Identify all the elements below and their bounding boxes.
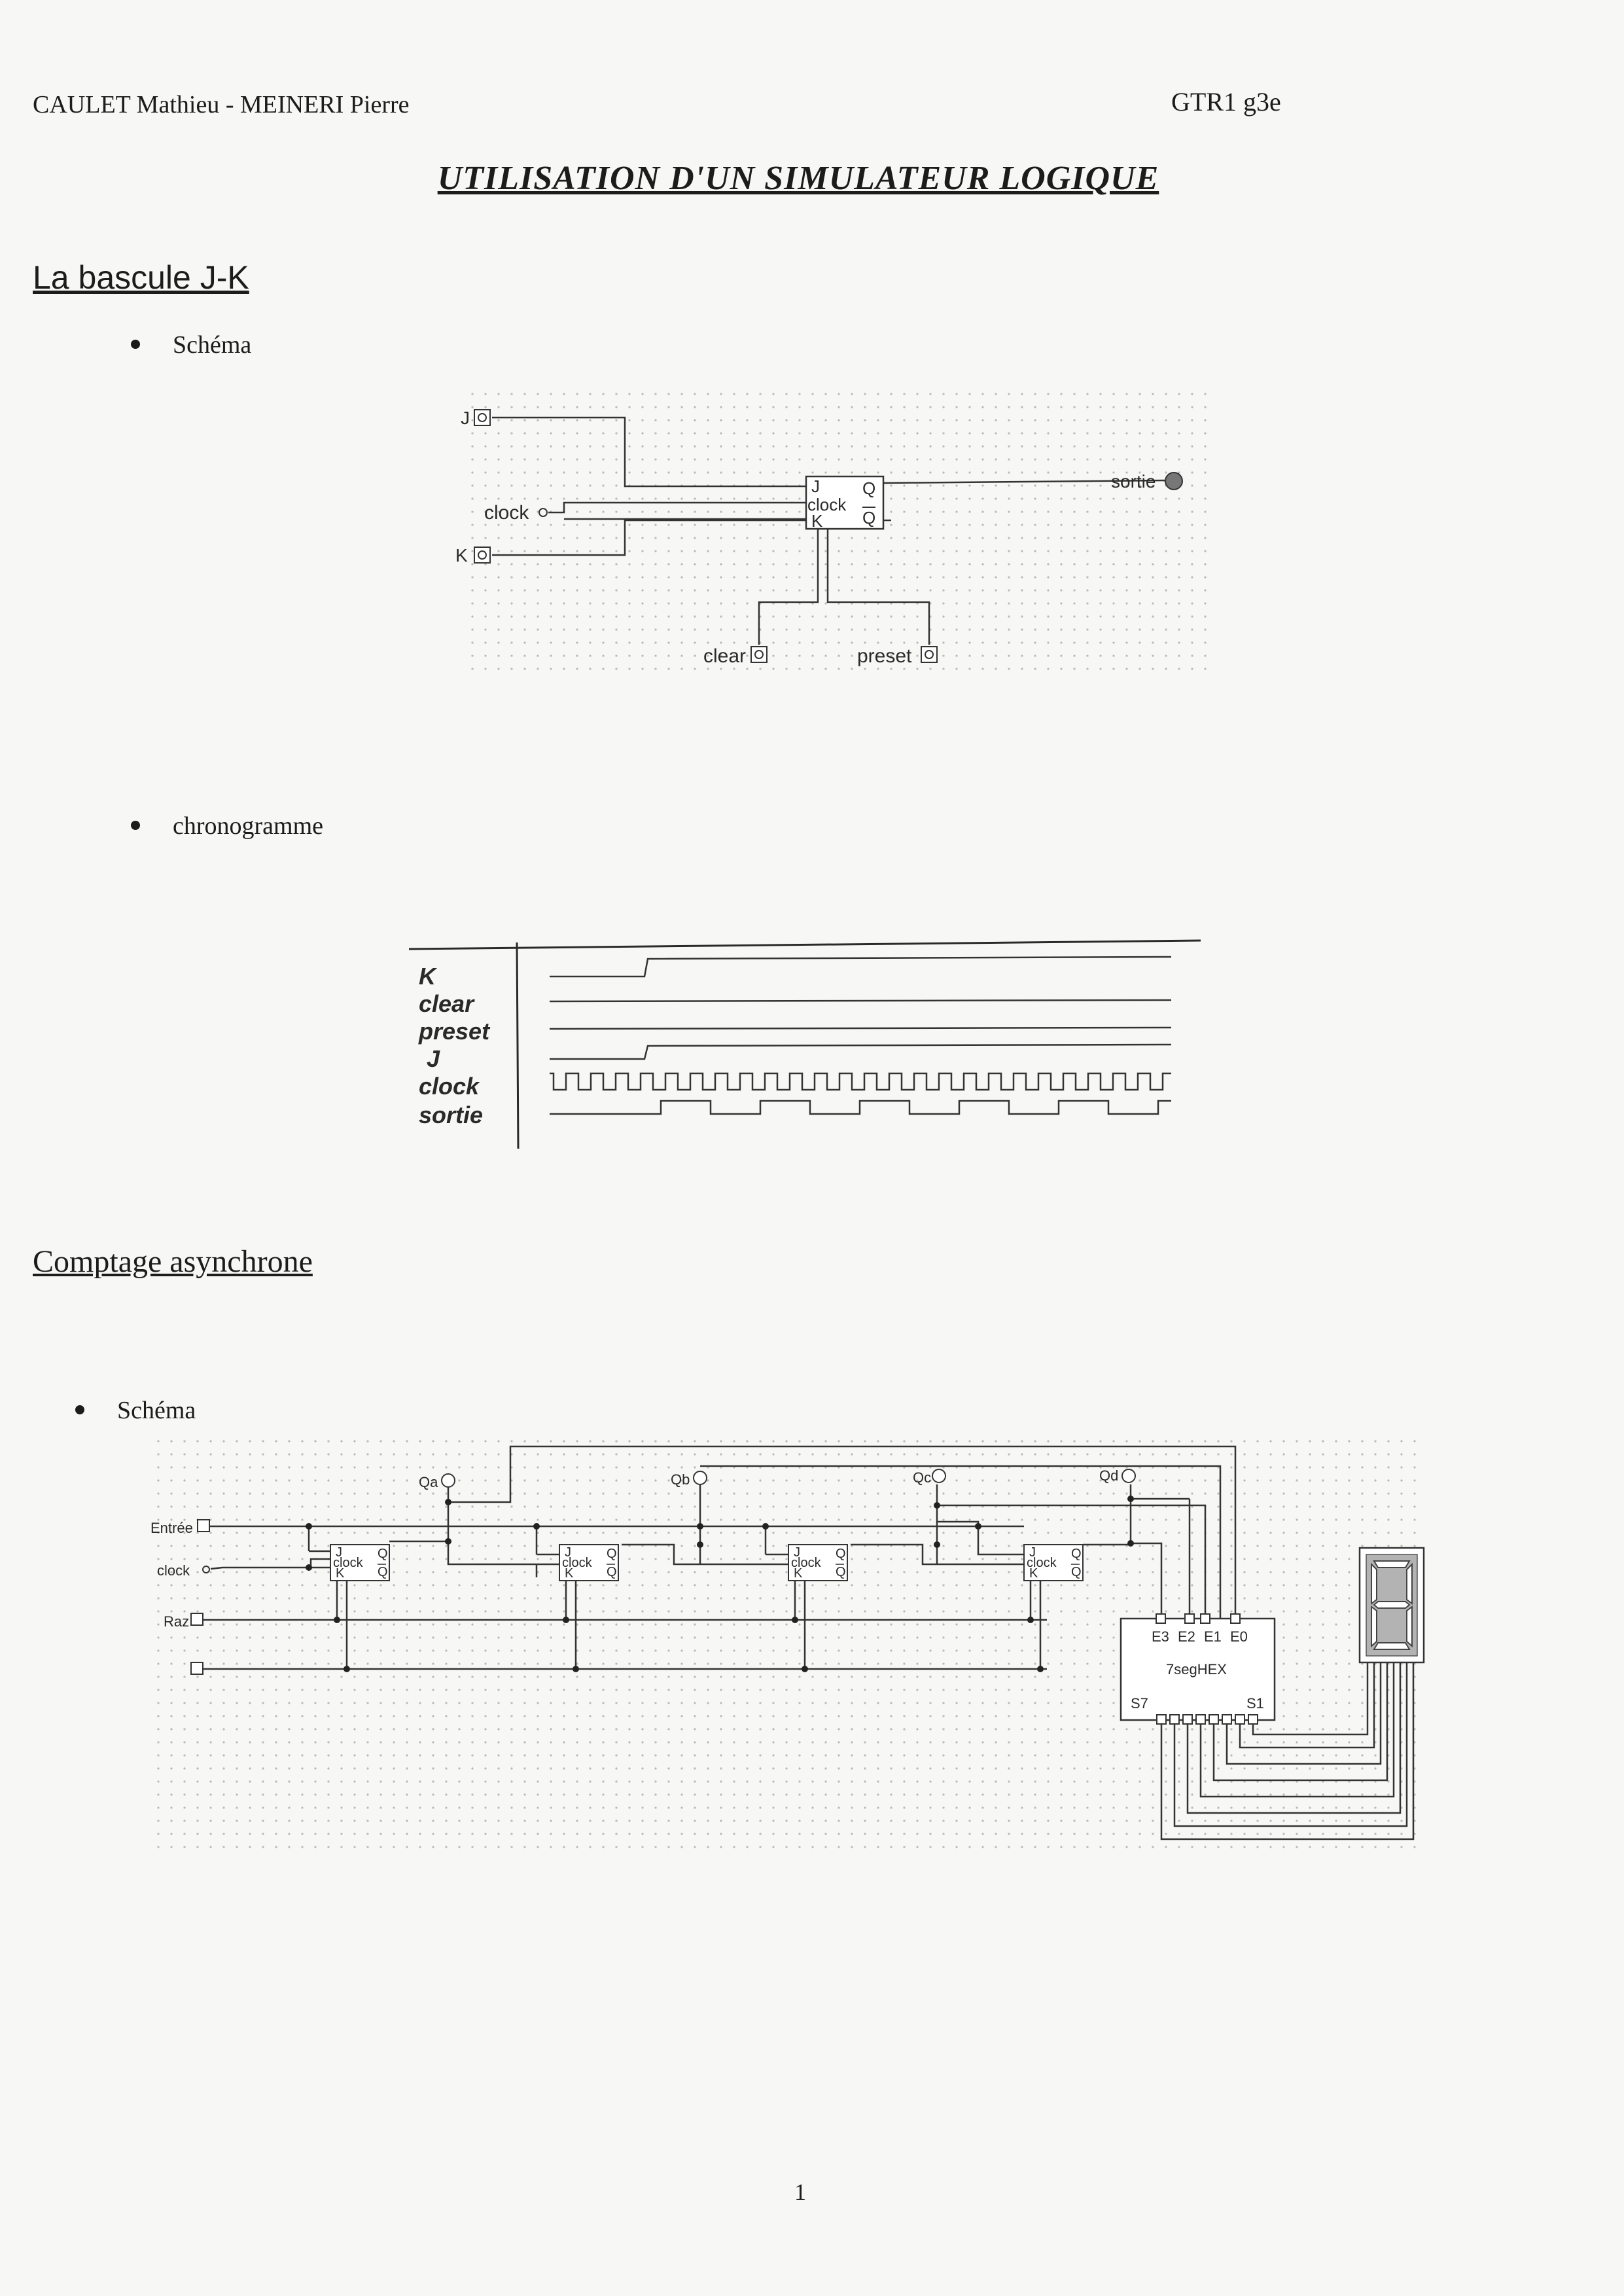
- ff-j-label: J: [811, 476, 820, 496]
- bullet-dot-icon: [131, 340, 140, 350]
- ff-pin-label: J: [336, 1545, 342, 1560]
- ff-pin-label: K: [794, 1566, 803, 1581]
- group-label: GTR1 g3e: [1171, 87, 1281, 117]
- output-label: sortie: [1111, 471, 1156, 492]
- e2-label: E2: [1178, 1628, 1195, 1645]
- clear-input-label: clear: [703, 645, 746, 667]
- qa-probe-icon: [441, 1473, 455, 1488]
- entree-label: Entrée: [150, 1520, 193, 1536]
- ff-pin-label: Q: [836, 1565, 846, 1579]
- qd-label: Qd: [1099, 1467, 1118, 1484]
- j-input-switch: [474, 409, 491, 426]
- page-number: 1: [794, 2179, 806, 2205]
- clock-label: clock: [157, 1562, 190, 1579]
- ff-pin-label: clock: [791, 1556, 822, 1570]
- ff-pin-label: K: [1029, 1566, 1038, 1581]
- counter-flipflop-2: [559, 1544, 619, 1581]
- clock-source-icon: [538, 508, 548, 517]
- section-heading-jk: La bascule J-K: [33, 259, 249, 296]
- ff-pin-label: J: [1029, 1545, 1036, 1560]
- k-input-label: K: [455, 545, 468, 565]
- chrono-signal-label: preset: [418, 1018, 491, 1045]
- ff-pin-label: Q: [1071, 1565, 1082, 1579]
- s1-label: S1: [1246, 1695, 1264, 1712]
- author-names: CAULET Mathieu - MEINERI Pierre: [33, 91, 410, 118]
- chrono-signal-label: sortie: [419, 1102, 483, 1128]
- bullet-chronogramme: chronogramme: [131, 812, 323, 840]
- clock-source-icon: [202, 1566, 210, 1573]
- qa-label: Qa: [419, 1474, 438, 1490]
- wave-j: [550, 1043, 1172, 1060]
- clear-input-switch: [750, 646, 768, 663]
- ff-pin-label: J: [565, 1545, 571, 1560]
- raz-label: Raz: [164, 1613, 189, 1630]
- e0-label: E0: [1230, 1628, 1248, 1645]
- ff-pin-label: K: [336, 1566, 345, 1581]
- ff-pin-label: clock: [1027, 1556, 1057, 1570]
- wave-k: [550, 956, 1172, 978]
- ff-pin-label: K: [565, 1566, 574, 1581]
- schematic-grid: [461, 393, 1210, 674]
- qc-label: Qc: [913, 1469, 931, 1486]
- bullet-dot-icon: [75, 1405, 84, 1415]
- page-title: UTILISATION D'UN SIMULATEUR LOGIQUE: [437, 160, 1159, 197]
- bullet-schema-1: Schéma: [131, 331, 251, 359]
- j-input-label: J: [461, 408, 470, 428]
- e3-label: E3: [1152, 1628, 1169, 1645]
- bullet-text: chronogramme: [173, 812, 324, 840]
- ff-qbar-label: Q: [862, 508, 875, 528]
- s7-label: S7: [1131, 1695, 1148, 1712]
- chrono-signal-label: K: [419, 963, 438, 990]
- k-input-switch: [474, 547, 491, 564]
- qb-probe-icon: [693, 1471, 707, 1485]
- counter-flipflop-1: [330, 1544, 390, 1581]
- raz-switch: [190, 1613, 203, 1626]
- chrono-signal-label: J: [427, 1045, 440, 1072]
- jk-flipflop: [805, 475, 885, 530]
- ff-pin-label: J: [794, 1545, 800, 1560]
- wave-sortie: [550, 1100, 1171, 1115]
- ff-clock-label: clock: [807, 495, 847, 514]
- ff-pin-label: Q: [378, 1565, 388, 1579]
- ff-pin-label: Q: [378, 1547, 388, 1561]
- chrono-signal-label: clear: [419, 990, 475, 1017]
- ff-pin-label: Q: [607, 1547, 617, 1561]
- ff-pin-label: clock: [562, 1556, 593, 1570]
- bullet-text: Schéma: [117, 1397, 196, 1424]
- ff-pin-label: clock: [333, 1556, 364, 1570]
- e1-label: E1: [1204, 1628, 1222, 1645]
- bullet-text: Schéma: [173, 331, 252, 359]
- qc-probe-icon: [932, 1469, 946, 1483]
- decoder-label: 7segHEX: [1166, 1661, 1227, 1677]
- preset-input-label: preset: [857, 645, 912, 667]
- seven-segment-digit-icon: [1371, 1560, 1413, 1650]
- output-led-icon: [1165, 472, 1183, 490]
- preset-switch: [190, 1662, 203, 1675]
- ff-pin-label: Q: [607, 1565, 617, 1579]
- ff-pin-label: Q: [1071, 1547, 1082, 1561]
- wave-preset: [549, 1026, 1172, 1030]
- bullet-dot-icon: [131, 821, 140, 831]
- qd-probe-icon: [1121, 1469, 1136, 1483]
- counter-flipflop-3: [788, 1544, 848, 1581]
- counter-flipflop-4: [1023, 1544, 1084, 1581]
- qb-label: Qb: [671, 1471, 690, 1488]
- wave-clock: [550, 1072, 1171, 1091]
- ff-q-label: Q: [862, 478, 875, 498]
- wave-clear: [549, 999, 1172, 1003]
- chrono-signal-label: clock: [419, 1073, 480, 1100]
- entree-switch: [197, 1519, 210, 1532]
- ff-k-label: K: [811, 511, 823, 531]
- section-heading-counter: Comptage asynchrone: [33, 1244, 313, 1279]
- bullet-schema-2: Schéma: [75, 1396, 196, 1425]
- ff-pin-label: Q: [836, 1547, 846, 1561]
- decoder-7seghex: [1120, 1617, 1276, 1721]
- clock-input-label: clock: [484, 502, 529, 524]
- preset-input-switch: [921, 646, 938, 663]
